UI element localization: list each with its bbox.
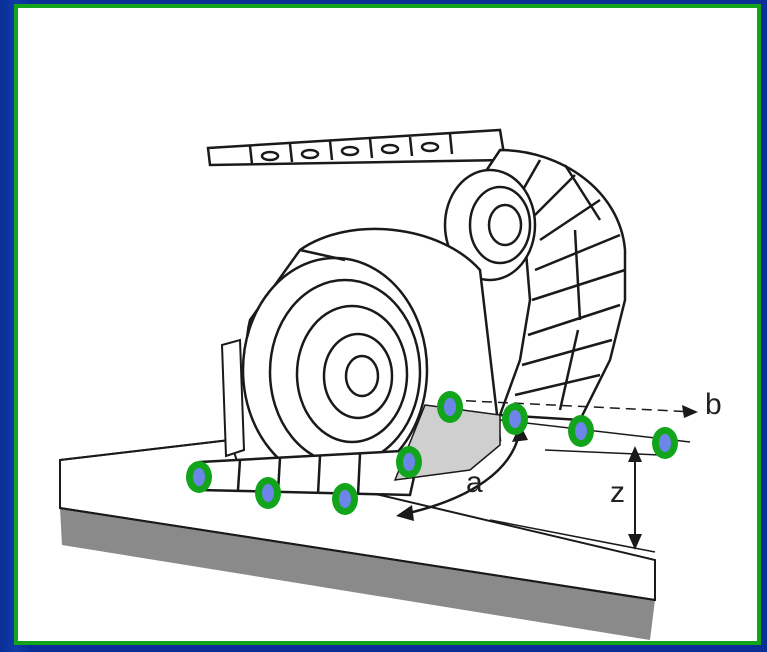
- floor-edge: [59, 439, 231, 461]
- marker-1: [186, 461, 212, 493]
- label-z: z: [610, 476, 625, 509]
- dimension-b-line: [449, 399, 696, 413]
- marker-6: [502, 403, 528, 435]
- marker-5: [437, 391, 463, 423]
- floor-shadow: [60, 508, 655, 640]
- rear-pulley: [443, 168, 537, 282]
- marker-7: [568, 415, 594, 447]
- marker-4: [396, 446, 422, 478]
- dimension-b-arrowhead: [682, 405, 698, 418]
- mounting-bracket: [220, 338, 246, 458]
- dimension-a-arc: [399, 427, 522, 517]
- label-b: b: [705, 388, 722, 421]
- marker-8: [652, 427, 678, 459]
- cable-drum: [241, 227, 502, 484]
- marker-2: [255, 477, 281, 509]
- label-a: a: [466, 466, 483, 499]
- dimension-z-ref-bottom: [489, 519, 656, 553]
- marker-3: [332, 483, 358, 515]
- top-chain-run: [206, 128, 507, 167]
- dimension-z-ref-top: [544, 449, 661, 456]
- dimension-a-arrow-bottom: [396, 505, 414, 521]
- floor-front-edge: [59, 507, 656, 601]
- dimension-z-arrow-bottom: [628, 534, 642, 550]
- chain-bend: [477, 148, 627, 422]
